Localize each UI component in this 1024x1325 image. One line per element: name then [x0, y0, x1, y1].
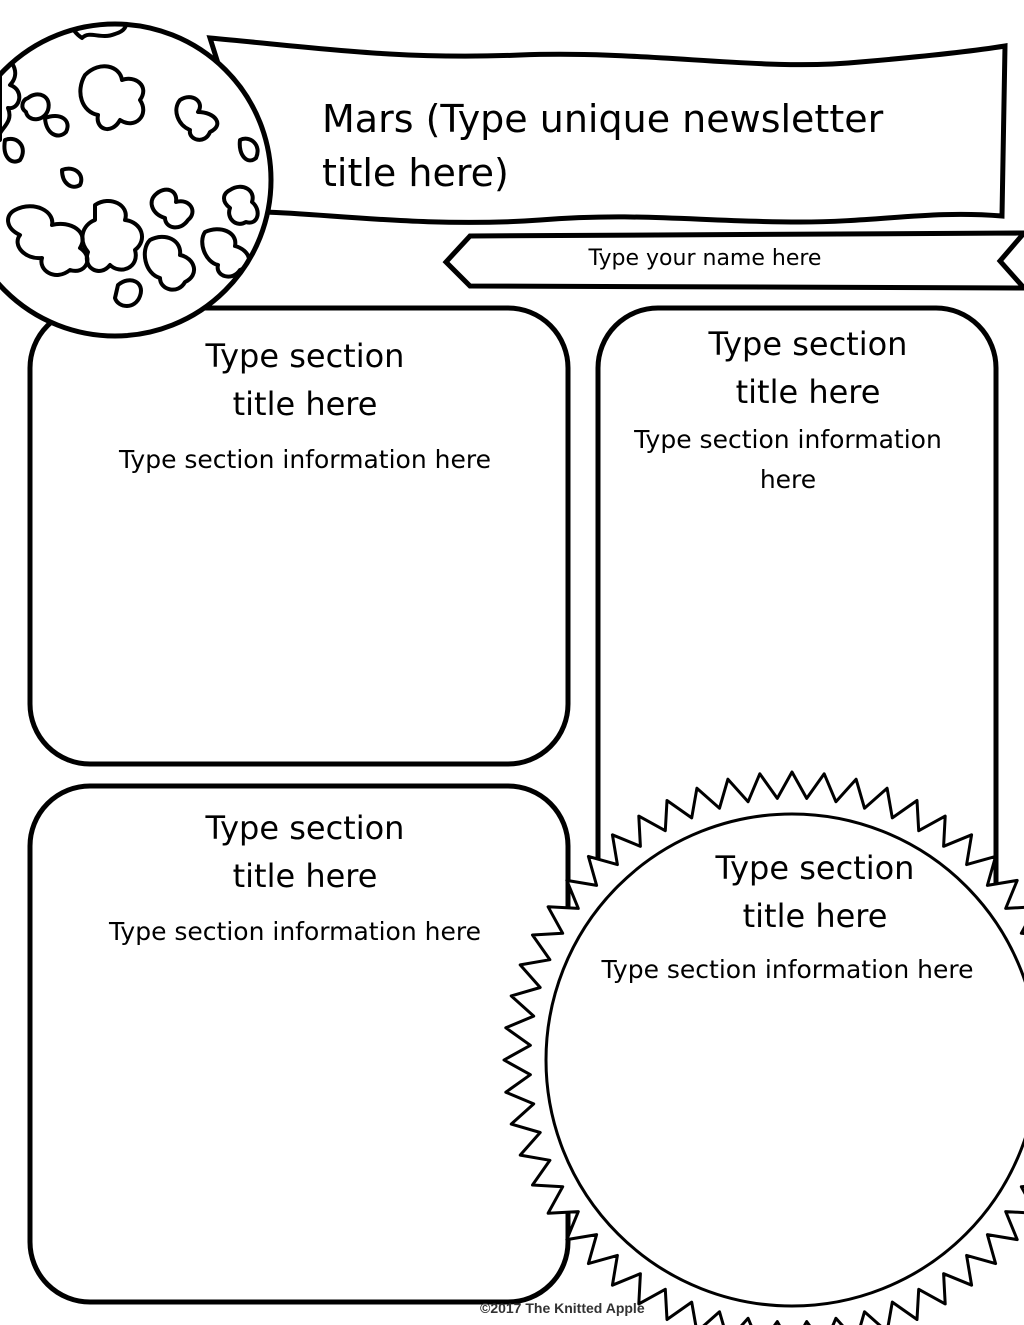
name-ribbon	[442, 230, 1024, 291]
section-3-title[interactable]: Type section title here	[205, 809, 405, 895]
newsletter-title[interactable]: Mars (Type unique newsletter title here)	[322, 97, 884, 195]
name-field[interactable]: Type your name here	[588, 246, 822, 271]
section-1-title[interactable]: Type section title here	[205, 337, 405, 423]
section-4-info[interactable]: Type section information here	[601, 955, 974, 984]
section-box-1	[27, 305, 571, 767]
copyright-credit: ©2017 The Knitted Apple	[480, 1300, 645, 1316]
section-4-title[interactable]: Type section title here	[715, 849, 915, 935]
section-2-title[interactable]: Type section title here	[708, 325, 908, 411]
sun-icon	[502, 770, 1024, 1325]
mars-planet-icon	[0, 21, 274, 339]
section-2-info[interactable]: Type section information here	[634, 425, 942, 494]
section-3-info[interactable]: Type section information here	[109, 917, 481, 946]
title-banner	[206, 35, 1008, 225]
section-1-info[interactable]: Type section information here	[119, 445, 491, 474]
